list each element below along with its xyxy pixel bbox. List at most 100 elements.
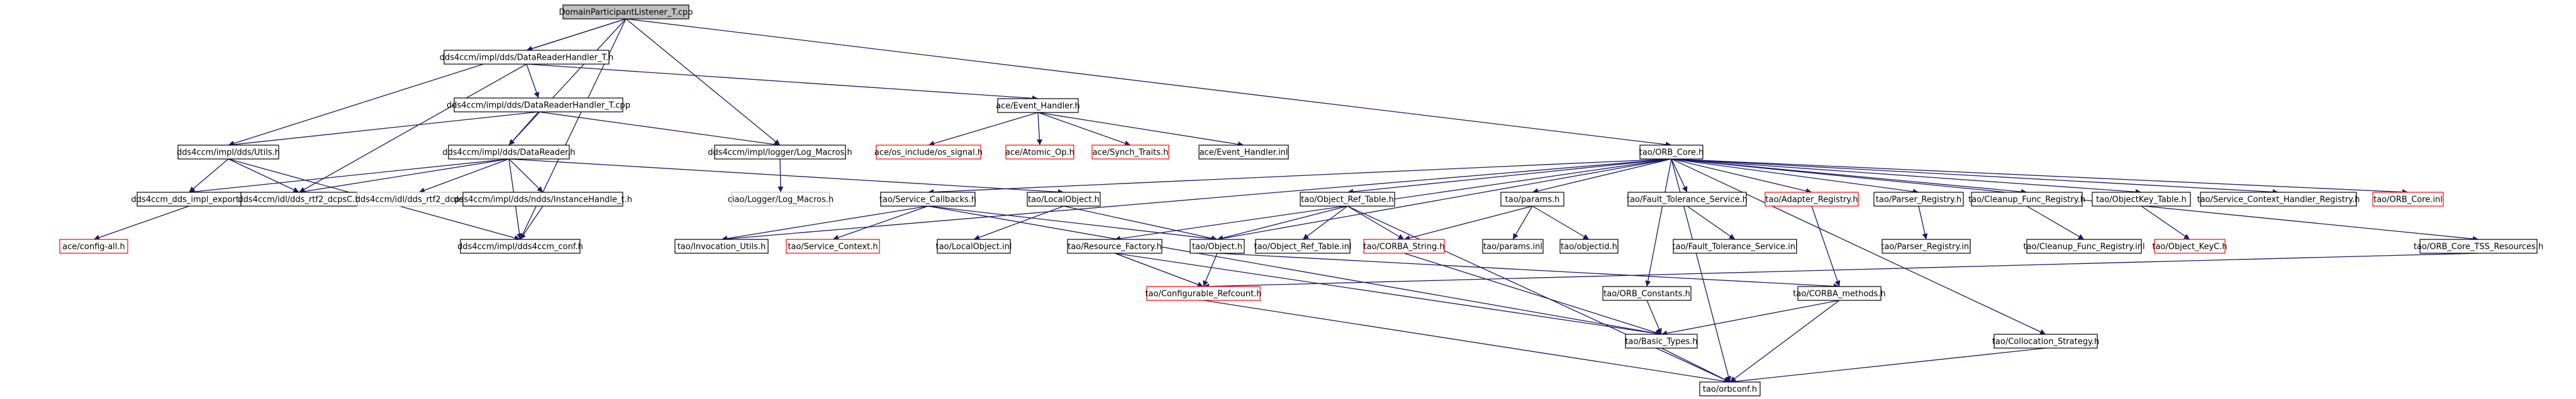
node-label: tao/Object.h <box>1192 243 1242 252</box>
node-label: dds4ccm/impl/dds/ndds/InstanceHandle_t.h <box>454 195 632 205</box>
node-drh-t-cpp[interactable]: dds4ccm/impl/dds/DataReaderHandler_T.cpp <box>447 97 630 112</box>
edge-object_h-to-configurable_refcount_h <box>1203 253 1218 287</box>
edge-service_callbacks_h-to-service_context_h <box>832 205 928 241</box>
edge-datareader_h-to-rti2_dcpsc_h <box>299 158 510 195</box>
edge-orb_core_h-to-fault_tolerance_h <box>1671 158 1688 193</box>
node-orb-constants-h[interactable]: tao/ORB_Constants.h <box>1602 286 1692 301</box>
node-object-h[interactable]: tao/Object.h <box>1190 239 1245 254</box>
node-resource-factory-h[interactable]: tao/Resource_Factory.h <box>1067 239 1163 254</box>
node-cleanup-func-registry-inl[interactable]: tao/Cleanup_Func_Registry.inl <box>2023 239 2145 254</box>
edge-event_handler_h-to-event_handler_inl <box>1037 112 1244 148</box>
edge-root-to-datareader_h <box>508 18 627 146</box>
edge-root-to-utils_h <box>228 18 627 146</box>
edge-orb_core_tss_h-to-configurable_refcount_h <box>1203 253 2479 290</box>
node-atomic-op-h[interactable]: ace/Atomic_Op.h <box>1005 145 1074 160</box>
edge-log_macros_h-to-ciao_log_macros_h <box>778 158 784 193</box>
node-orbconf-h[interactable]: tao/orbconf.h <box>1699 381 1761 396</box>
node-object-ref-table-h[interactable]: tao/Object_Ref_Table.h <box>1300 192 1395 207</box>
node-corba-methods-h[interactable]: tao/CORBA_methods.h <box>1793 286 1886 301</box>
node-event-handler-h[interactable]: ace/Event_Handler.h <box>996 98 1080 113</box>
edge-corba_methods_h-to-basic_types_h <box>1661 300 1840 336</box>
node-box <box>1765 192 1859 207</box>
node-root[interactable]: DomainParticipantListener_T.cpp <box>559 4 693 19</box>
node-box <box>1027 192 1101 207</box>
edge-root-to-orb_core_h <box>625 18 1672 148</box>
edge-instance_handle_h-to-dds4ccm_conf_h <box>520 205 544 240</box>
node-instance-handle-h[interactable]: dds4ccm/impl/dds/ndds/InstanceHandle_t.h <box>454 192 632 207</box>
edge-datareader_h-to-impl_export_h <box>189 158 510 195</box>
edge-params_h-to-params_inl <box>1512 205 1533 240</box>
node-invocation-utils-h[interactable]: tao/Invocation_Utils.h <box>674 239 769 254</box>
edge-datareader_h-to-instance_handle_h <box>508 158 544 193</box>
node-os-signal-h[interactable]: ace/os_include/os_signal.h <box>874 145 983 160</box>
node-label: tao/Collocation_Strategy.h <box>1992 337 2099 347</box>
node-localobject-inl[interactable]: tao/LocalObject.inl <box>935 239 1012 254</box>
edge-local_object_h-to-localobject_inl <box>973 205 1064 241</box>
node-utils-h[interactable]: dds4ccm/impl/dds/Utils.h <box>177 145 280 160</box>
node-label: tao/objectid.h <box>1561 243 1617 252</box>
node-objectkey-table-h[interactable]: tao/ObjectKey_Table.h <box>2092 192 2191 207</box>
node-config-all-h[interactable]: ace/config-all.h <box>59 239 128 254</box>
node-label: tao/Fault_Tolerance_Service.inl <box>1672 243 1797 252</box>
node-basic-types-h[interactable]: tao/Basic_Types.h <box>1625 334 1698 349</box>
node-label: tao/Parser_Registry.inl <box>1881 243 1971 252</box>
node-params-inl[interactable]: tao/params.inl <box>1482 239 1544 254</box>
node-dds4ccm-conf-h[interactable]: dds4ccm/impl/dds4ccm_conf.h <box>457 239 583 254</box>
node-fault-tolerance-h[interactable]: tao/Fault_Tolerance_Service.h <box>1627 192 1748 207</box>
node-object-ref-table-inl[interactable]: tao/Object_Ref_Table.inl <box>1254 239 1352 254</box>
node-orb-core-h[interactable]: tao/ORB_Core.h <box>1639 145 1704 160</box>
node-synch-traits-h[interactable]: ace/Synch_Traits.h <box>1091 145 1169 160</box>
edge-fault_tolerance_h-to-fault_tolerance_inl <box>1687 205 1736 240</box>
node-adapter-registry-h[interactable]: tao/Adapter_Registry.h <box>1765 192 1859 207</box>
edge-drh_t_h-to-drh_t_cpp <box>526 63 540 99</box>
edge-utils_h-to-impl_export_h <box>189 158 229 193</box>
node-configurable-refcount-h[interactable]: tao/Configurable_Refcount.h <box>1145 286 1262 301</box>
node-parser-registry-h[interactable]: tao/Parser_Registry.h <box>1873 192 1964 207</box>
node-impl-export-h[interactable]: dds4ccm_dds_impl_export.h <box>131 192 247 207</box>
node-service-callbacks-h[interactable]: tao/Service_Callbacks.h <box>879 192 976 207</box>
node-scht-registry-h[interactable]: tao/Service_Context_Handler_Registry.h <box>2197 192 2360 207</box>
node-label: dds4ccm_dds_impl_export.h <box>131 195 247 205</box>
node-collocation-strategy-h[interactable]: tao/Collocation_Strategy.h <box>1992 334 2099 349</box>
node-local-object-h[interactable]: tao/LocalObject.h <box>1027 192 1101 207</box>
node-label: tao/ObjectKey_Table.h <box>2096 195 2187 205</box>
edge-orb_core_h-to-parser_registry_h <box>1671 158 1919 195</box>
node-label: tao/Service_Context.h <box>788 243 878 252</box>
node-event-handler-inl[interactable]: ace/Event_Handler.inl <box>1198 145 1289 160</box>
node-box <box>1993 334 2098 349</box>
node-rti2-dcpsc-h[interactable]: dds4ccm/idl/dds_rtf2_dcpsC.h <box>238 192 360 207</box>
node-label: ciao/Logger/Log_Macros.h <box>728 195 834 205</box>
node-objectkey-c-h[interactable]: tao/Object_KeyC.h <box>2152 239 2228 254</box>
edge-object_ref_table_h-to-corba_string_h <box>1347 205 1405 240</box>
edge-datareader_h-to-rti2_dcpsec_h <box>418 158 510 194</box>
edge-orb_core_h-to-service_callbacks_h <box>927 158 1672 195</box>
node-ciao-log-macros-h[interactable]: ciao/Logger/Log_Macros.h <box>728 192 834 207</box>
node-objectid-h[interactable]: tao/objectid.h <box>1559 239 1619 254</box>
node-label: tao/orbconf.h <box>1703 385 1757 395</box>
edge-service_callbacks_h-to-invocation_utils_h <box>721 205 928 242</box>
node-label: tao/Fault_Tolerance_Service.h <box>1627 195 1748 205</box>
node-params-h[interactable]: tao/params.h <box>1500 192 1564 207</box>
node-log-macros-h[interactable]: dds4ccm/impl/logger/Log_Macros.h <box>708 145 852 160</box>
node-orb-core-inl[interactable]: tao/ORB_Core.inl <box>2372 192 2444 207</box>
node-drh-t-h[interactable]: dds4ccm/impl/dds/DataReaderHandler_T.h <box>440 50 614 65</box>
edge-corba_methods_h-to-orbconf_h <box>1729 300 1840 383</box>
node-corba-string-h[interactable]: tao/CORBA_String.h <box>1363 239 1445 254</box>
edge-orb_core_h-to-objectkey_table_h <box>1671 158 2142 195</box>
node-datareader-h[interactable]: dds4ccm/impl/dds/DataReader.h <box>442 145 576 160</box>
node-label: dds4ccm/impl/dds/DataReader.h <box>442 148 575 158</box>
node-box <box>1625 334 1698 349</box>
node-label: ace/config-all.h <box>62 243 125 252</box>
node-box <box>59 239 128 254</box>
edge-orb_core_h-to-adapter_registry_h <box>1671 158 1812 194</box>
edge-object_ref_table_h-to-object_ref_table_inl <box>1302 205 1348 240</box>
node-orb-core-tss-h[interactable]: tao/ORB_Core_TSS_Resources.h <box>2414 239 2543 254</box>
edge-local_object_h-to-object_h <box>1063 205 1218 241</box>
node-fault-tolerance-inl[interactable]: tao/Fault_Tolerance_Service.inl <box>1672 239 1798 254</box>
node-parser-registry-inl[interactable]: tao/Parser_Registry.inl <box>1881 239 1971 254</box>
node-service-context-h[interactable]: tao/Service_Context.h <box>786 239 880 254</box>
node-cleanup-func-registry-h[interactable]: tao/Cleanup_Func_Registry.h <box>1968 192 2085 207</box>
node-box <box>1300 192 1395 207</box>
node-label: dds4ccm/impl/dds/DataReaderHandler_T.cpp <box>447 101 630 111</box>
